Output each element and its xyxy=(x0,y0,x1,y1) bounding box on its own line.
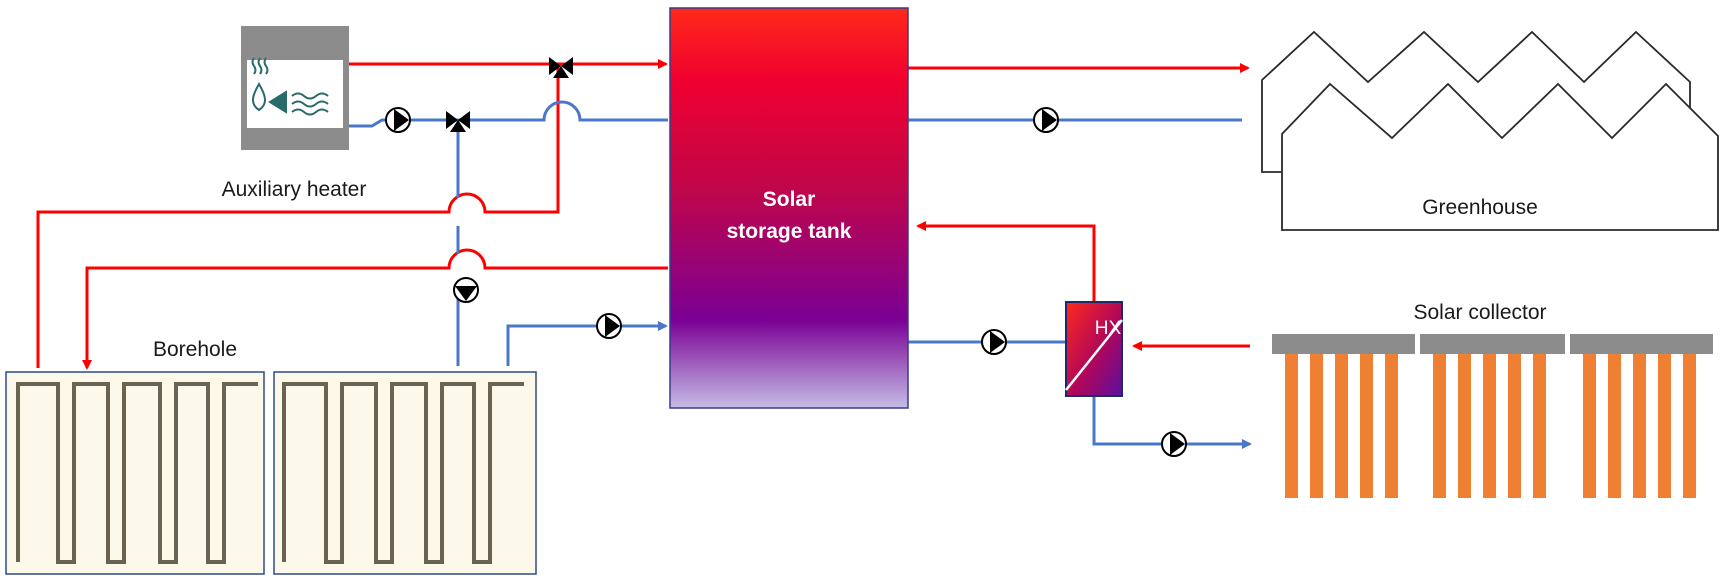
pump-icon xyxy=(385,107,411,133)
hot-pipe-hx-to-tank xyxy=(916,221,1096,302)
pump-icon xyxy=(596,313,622,339)
cold-pipe-borehole-to-tank xyxy=(506,321,668,366)
pump-icon xyxy=(981,329,1007,355)
hx-body xyxy=(1065,301,1123,397)
solar-collector: Solar collector xyxy=(1272,301,1713,498)
borehole-label: Borehole xyxy=(153,338,237,361)
borehole-field-right xyxy=(273,371,537,575)
borehole-field-left xyxy=(5,371,265,575)
borehole-coil xyxy=(282,382,524,564)
hot-pipe-to-borehole-left xyxy=(36,64,560,368)
cold-pipe-hx-to-collector xyxy=(1092,396,1252,449)
collector-panel xyxy=(1570,334,1713,498)
tank-label-line1: Solar xyxy=(763,188,816,211)
hot-pipe-tank-to-borehole xyxy=(82,248,668,370)
cold-pipe-tank-to-valve xyxy=(458,100,668,122)
borehole-coil xyxy=(16,382,258,564)
tank-label-line2: storage tank xyxy=(727,220,852,243)
auxiliary-heater-label: Auxiliary heater xyxy=(222,178,367,201)
collector-panel xyxy=(1272,334,1415,498)
three-way-valve-icon xyxy=(446,111,470,132)
greenhouse: Greenhouse xyxy=(1261,30,1719,231)
hx-divider xyxy=(1065,319,1123,391)
greenhouse-back-outline xyxy=(1261,30,1691,173)
greenhouse-front-outline xyxy=(1281,82,1719,231)
solar-collector-label: Solar collector xyxy=(1413,301,1546,324)
heater-droplet-waves-icon xyxy=(251,57,329,116)
pump-icon xyxy=(1161,431,1187,457)
greenhouse-label: Greenhouse xyxy=(1422,196,1538,219)
pump-icon xyxy=(453,277,479,303)
solar-storage-tank: Solar storage tank xyxy=(669,7,909,409)
tank-body xyxy=(669,7,909,409)
heat-exchanger: HX xyxy=(1065,301,1123,397)
three-way-valve-icon xyxy=(549,57,573,78)
collector-panel xyxy=(1420,334,1565,498)
hx-label: HX xyxy=(1095,318,1122,339)
borehole: Borehole xyxy=(5,338,537,575)
pump-icon xyxy=(1033,107,1059,133)
auxiliary-heater: Auxiliary heater xyxy=(222,26,367,201)
